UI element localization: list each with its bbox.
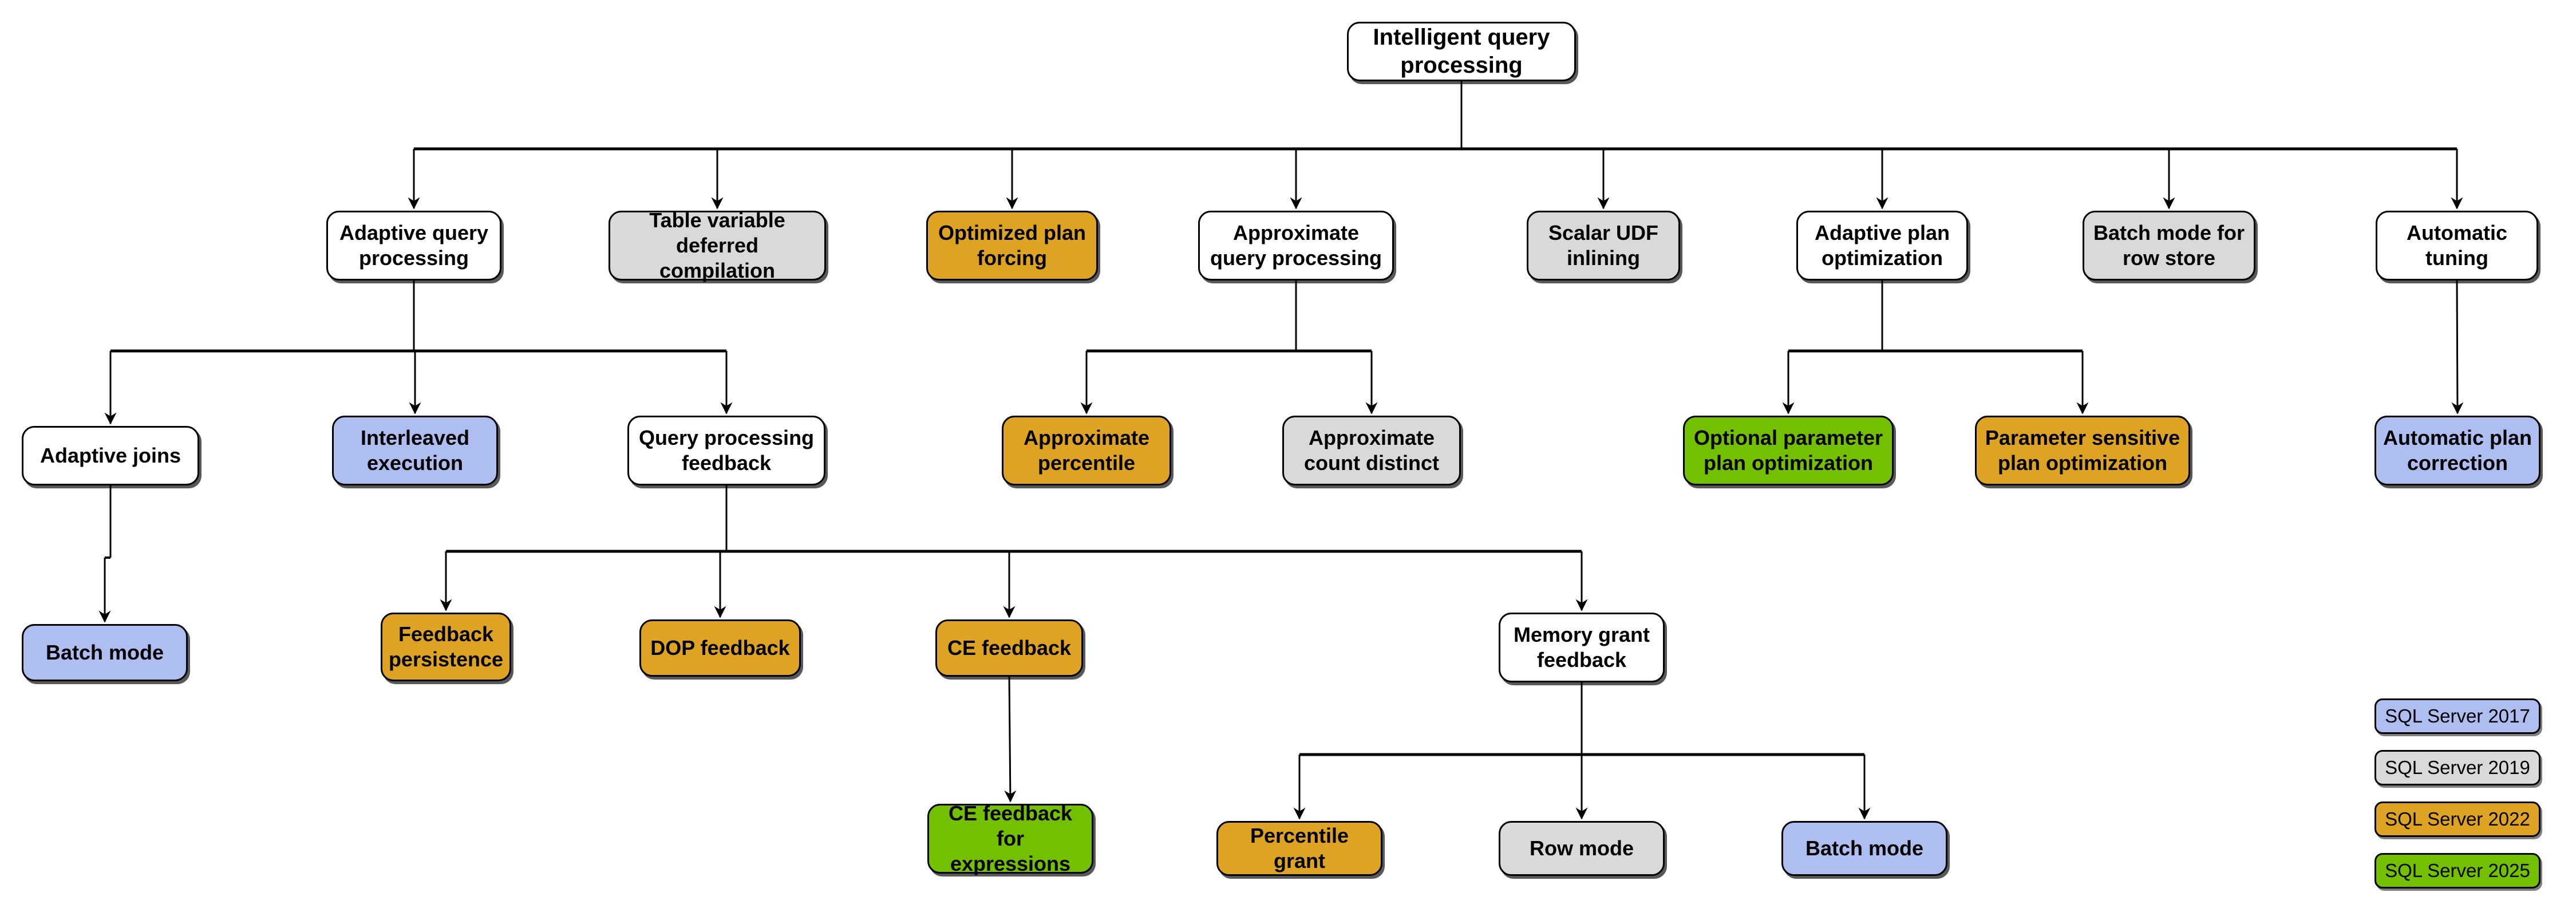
- node-memory-grant-feedback[interactable]: Memory grant feedback: [1499, 613, 1665, 682]
- node-label: Batch mode for row store: [2093, 221, 2245, 270]
- node-optimized-plan-forcing[interactable]: Optimized plan forcing: [926, 211, 1098, 281]
- node-label: DOP feedback: [650, 636, 790, 660]
- node-label: Automatic plan correction: [2383, 426, 2532, 475]
- node-label: Scalar UDF inlining: [1548, 221, 1659, 270]
- node-approximate-count-distinct[interactable]: Approximate count distinct: [1282, 416, 1461, 485]
- legend-label: SQL Server 2025: [2385, 860, 2530, 881]
- node-label: Feedback persistence: [388, 622, 504, 671]
- legend-sql-server-2025: SQL Server 2025: [2374, 853, 2541, 889]
- node-label: Approximate count distinct: [1304, 426, 1439, 475]
- node-table-variable-deferred-compilation[interactable]: Table variable deferred compilation: [609, 208, 826, 282]
- node-adaptive-joins[interactable]: Adaptive joins: [22, 426, 199, 485]
- node-ce-feedback[interactable]: CE feedback: [935, 619, 1083, 677]
- node-query-processing-feedback[interactable]: Query processing feedback: [627, 416, 825, 485]
- node-label: Percentile grant: [1250, 824, 1349, 872]
- node-batch-mode-adaptive-joins[interactable]: Batch mode: [22, 624, 188, 681]
- legend-sql-server-2022: SQL Server 2022: [2374, 802, 2541, 837]
- node-label: Parameter sensitive plan optimization: [1985, 426, 2180, 475]
- node-adaptive-query-processing[interactable]: Adaptive query processing: [326, 211, 501, 281]
- node-feedback-persistence[interactable]: Feedback persistence: [381, 613, 511, 681]
- node-label: Automatic tuning: [2406, 221, 2507, 270]
- node-label: CE feedback for expressions: [948, 802, 1073, 875]
- node-interleaved-execution[interactable]: Interleaved execution: [332, 416, 498, 485]
- node-automatic-plan-correction[interactable]: Automatic plan correction: [2374, 416, 2541, 485]
- legend-sql-server-2019: SQL Server 2019: [2374, 750, 2541, 785]
- node-optional-parameter-plan-optimization[interactable]: Optional parameter plan optimization: [1683, 416, 1894, 485]
- node-label: Batch mode: [45, 641, 164, 665]
- node-batch-mode-memory-grant[interactable]: Batch mode: [1781, 821, 1947, 876]
- node-label: Query processing feedback: [638, 426, 815, 475]
- legend-label: SQL Server 2019: [2385, 757, 2530, 778]
- node-label: Row mode: [1529, 836, 1634, 860]
- node-label: Interleaved execution: [360, 426, 470, 475]
- node-ce-feedback-for-expressions[interactable]: CE feedback for expressions: [927, 802, 1093, 875]
- node-approximate-query-processing[interactable]: Approximate query processing: [1198, 211, 1394, 281]
- node-automatic-tuning[interactable]: Automatic tuning: [2376, 211, 2538, 281]
- node-approximate-percentile[interactable]: Approximate percentile: [1002, 416, 1171, 485]
- legend-sql-server-2017: SQL Server 2017: [2374, 698, 2541, 734]
- node-label: Optimized plan forcing: [938, 221, 1086, 270]
- node-batch-mode-for-row-store[interactable]: Batch mode for row store: [2083, 211, 2255, 281]
- node-root[interactable]: Intelligent query processing: [1347, 22, 1576, 81]
- node-label: Adaptive plan optimization: [1814, 221, 1950, 270]
- node-row-mode[interactable]: Row mode: [1499, 821, 1665, 876]
- node-label: CE feedback: [947, 636, 1072, 660]
- node-scalar-udf-inlining[interactable]: Scalar UDF inlining: [1527, 211, 1680, 281]
- legend-label: SQL Server 2017: [2385, 705, 2530, 727]
- node-parameter-sensitive-plan-optimization[interactable]: Parameter sensitive plan optimization: [1975, 416, 2190, 485]
- legend-label: SQL Server 2022: [2385, 808, 2530, 830]
- node-label: Adaptive query processing: [339, 221, 489, 270]
- node-label: Table variable deferred compilation: [649, 208, 785, 282]
- node-dop-feedback[interactable]: DOP feedback: [639, 619, 801, 677]
- node-label: Adaptive joins: [39, 444, 181, 468]
- node-label: Intelligent query processing: [1373, 25, 1550, 78]
- node-label: Approximate query processing: [1210, 221, 1382, 270]
- node-adaptive-plan-optimization[interactable]: Adaptive plan optimization: [1796, 211, 1968, 281]
- node-label: Memory grant feedback: [1513, 623, 1650, 672]
- node-label: Approximate percentile: [1023, 426, 1150, 475]
- node-label: Optional parameter plan optimization: [1693, 426, 1883, 475]
- node-percentile-grant[interactable]: Percentile grant: [1216, 821, 1382, 876]
- node-label: Batch mode: [1805, 836, 1924, 860]
